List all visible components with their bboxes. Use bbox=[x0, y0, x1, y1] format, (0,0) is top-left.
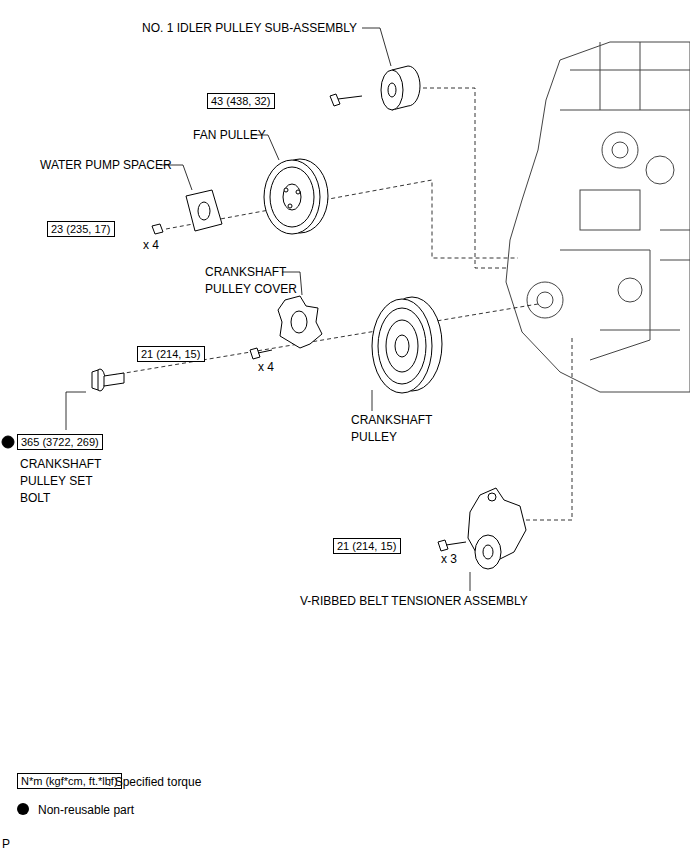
torque-value: 21 (214, 15) bbox=[141, 348, 200, 360]
legend-entry: Non-reusable part bbox=[16, 802, 134, 818]
fan-pulley bbox=[288, 204, 292, 208]
quantity: x 4 bbox=[143, 237, 159, 254]
torque-box: N*m (kgf*cm, ft.*lbf) bbox=[17, 773, 122, 789]
engine-block bbox=[560, 42, 690, 110]
engine-block bbox=[537, 292, 553, 308]
dashed-axis bbox=[416, 88, 508, 268]
quantity: x 4 bbox=[258, 359, 274, 376]
engine-block bbox=[600, 230, 690, 330]
part-name: NO. 1 IDLER PULLEY SUB-ASSEMBLY bbox=[142, 20, 357, 37]
leader-line bbox=[66, 392, 86, 430]
engine-block bbox=[646, 156, 674, 184]
part-name: CRANKSHAFT PULLEY COVER bbox=[205, 264, 301, 298]
water-pump-spacer bbox=[198, 202, 210, 220]
part-name: FAN PULLEY bbox=[193, 127, 266, 144]
crankshaft-pulley bbox=[395, 335, 409, 357]
part-name: CRANKSHAFT PULLEY SET BOLT bbox=[20, 456, 116, 507]
torque-box: 21 (214, 15) bbox=[137, 346, 205, 362]
engine-block bbox=[618, 278, 642, 302]
figure-code: P bbox=[2, 836, 10, 853]
swatch-shape bbox=[17, 803, 29, 815]
dashed-axis bbox=[113, 304, 538, 375]
torque-value: 21 (214, 15) bbox=[337, 540, 396, 552]
crankshaft-pulley bbox=[372, 299, 432, 393]
crankshaft-pulley bbox=[386, 320, 418, 372]
crankshaft-pulley-cover bbox=[278, 296, 322, 348]
belt-tensioner bbox=[488, 493, 496, 501]
water-pump-spacer bbox=[152, 190, 222, 234]
fan-pulley bbox=[270, 167, 314, 227]
torque-box: 21 (214, 15) bbox=[333, 538, 401, 554]
legend-entry: : Specified torque bbox=[108, 774, 201, 790]
fan-pulley bbox=[283, 184, 301, 210]
part-name: WATER PUMP SPACER bbox=[40, 157, 172, 174]
quantity: x 3 bbox=[441, 551, 457, 568]
fan-pulley bbox=[264, 159, 328, 234]
crankshaft-pulley-set-bolt bbox=[2, 436, 14, 448]
engine-block bbox=[612, 142, 628, 158]
fan-pulley bbox=[264, 160, 320, 234]
dashed-axis bbox=[505, 338, 572, 520]
legend-text: : Specified torque bbox=[108, 775, 201, 789]
engine-block bbox=[560, 250, 650, 360]
fan-pulley bbox=[284, 188, 288, 192]
part-name: CRANKSHAFT PULLEY bbox=[351, 412, 447, 446]
crankshaft-pulley-set-bolt bbox=[92, 370, 98, 390]
legend-swatch bbox=[16, 802, 30, 816]
belt-tensioner bbox=[475, 535, 501, 569]
leader-line bbox=[66, 28, 470, 591]
engine-block bbox=[506, 42, 690, 392]
torque-box: 23 (235, 17) bbox=[47, 221, 115, 237]
crankshaft-pulley-set-bolt bbox=[104, 373, 124, 386]
engine-block bbox=[602, 132, 638, 168]
idler-pulley bbox=[388, 83, 396, 97]
water-pump-spacer bbox=[152, 224, 163, 234]
torque-box: 43 (438, 32) bbox=[207, 93, 275, 109]
torque-box: 365 (3722, 269) bbox=[17, 434, 103, 450]
dashed-axis bbox=[113, 88, 572, 520]
idler-pulley bbox=[330, 94, 340, 106]
water-pump-spacer bbox=[186, 190, 222, 231]
crankshaft-pulley-cover bbox=[250, 296, 322, 359]
engine-block bbox=[527, 282, 563, 318]
engine-block bbox=[580, 190, 640, 230]
leader-line bbox=[470, 572, 471, 591]
part-name: V-RIBBED BELT TENSIONER ASSEMBLY bbox=[300, 593, 528, 610]
idler-pulley bbox=[338, 96, 362, 99]
fan-pulley bbox=[296, 190, 300, 194]
crankshaft-pulley bbox=[372, 297, 442, 393]
belt-tensioner bbox=[438, 540, 466, 551]
torque-value: 43 (438, 32) bbox=[211, 95, 270, 107]
crankshaft-pulley bbox=[378, 308, 426, 384]
torque-value: 365 (3722, 269) bbox=[21, 436, 99, 448]
belt-tensioner bbox=[483, 545, 493, 559]
leader-line bbox=[362, 28, 391, 66]
idler-pulley bbox=[381, 70, 403, 110]
dashed-axis bbox=[166, 180, 518, 258]
crankshaft-pulley-cover bbox=[250, 348, 272, 359]
belt-tensioner bbox=[438, 488, 526, 569]
idler-pulley bbox=[330, 66, 420, 110]
leader-line bbox=[372, 390, 373, 411]
crankshaft-pulley-cover bbox=[291, 311, 307, 333]
torque-value: N*m (kgf*cm, ft.*lbf) bbox=[21, 775, 118, 787]
engine-block bbox=[506, 42, 690, 392]
legend-text: Non-reusable part bbox=[38, 803, 134, 817]
torque-value: 23 (235, 17) bbox=[51, 223, 110, 235]
